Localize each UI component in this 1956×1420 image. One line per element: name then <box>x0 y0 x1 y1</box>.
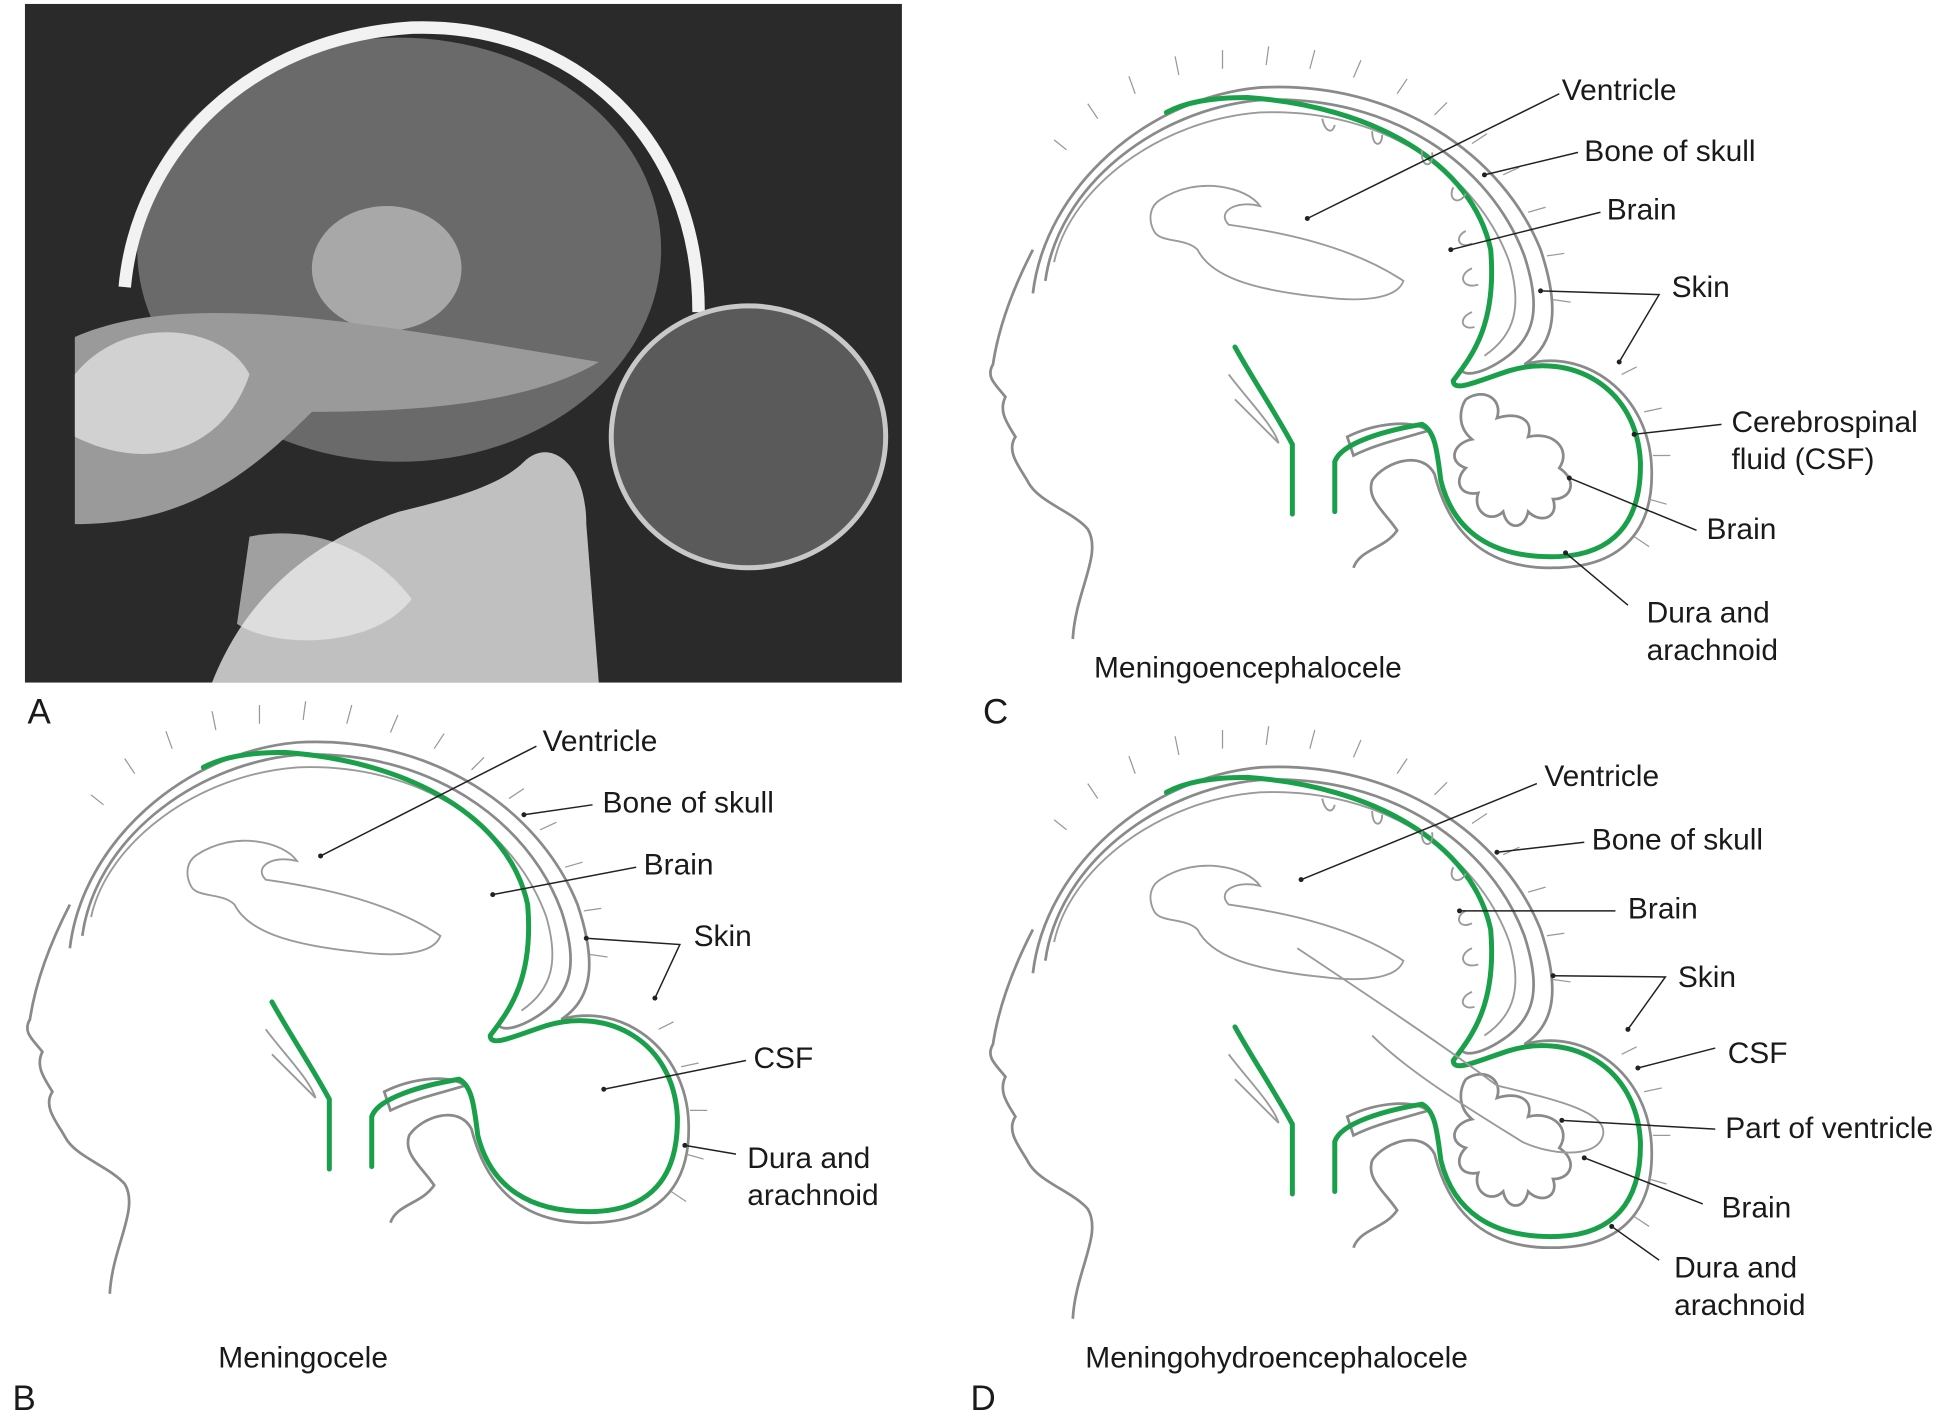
label-bone-of-skull: Bone of skull <box>1584 135 1755 168</box>
label-csf-line1: Cerebrospinal <box>1731 406 1917 439</box>
label-brain: Brain <box>644 849 714 882</box>
label-brain: Brain <box>1628 892 1698 925</box>
panel-b-diagram: Ventricle Bone of skull Brain Skin CSF D… <box>27 700 879 1374</box>
label-dura-line1: Dura and <box>1674 1252 1797 1285</box>
panel-c-title: Meningoencephalocele <box>1094 652 1402 685</box>
label-brain-sac: Brain <box>1707 513 1777 546</box>
label-skin: Skin <box>1672 271 1730 304</box>
panel-d-letter: D <box>971 1379 996 1418</box>
label-skin: Skin <box>1678 961 1736 994</box>
label-brain: Brain <box>1607 194 1677 227</box>
label-ventricle: Ventricle <box>1544 760 1659 793</box>
label-dura-line2: arachnoid <box>1647 634 1778 667</box>
panel-d-title: Meningohydroencephalocele <box>1085 1341 1468 1374</box>
panel-a-radiograph <box>24 3 902 683</box>
panel-c-diagram: Ventricle Bone of skull Brain Skin Cereb… <box>990 45 1918 685</box>
label-dura-line1: Dura and <box>747 1142 870 1175</box>
panel-c-letter: C <box>983 693 1008 732</box>
label-ventricle: Ventricle <box>543 725 658 758</box>
label-csf-line2: fluid (CSF) <box>1731 443 1874 476</box>
label-dura-line1: Dura and <box>1647 597 1770 630</box>
label-ventricle: Ventricle <box>1562 74 1677 107</box>
panel-b-letter: B <box>12 1379 35 1418</box>
label-dura-line2: arachnoid <box>747 1179 878 1212</box>
label-bone-of-skull: Bone of skull <box>603 786 774 819</box>
panel-a-letter: A <box>27 693 51 732</box>
label-skin: Skin <box>694 920 752 953</box>
label-brain-sac: Brain <box>1721 1192 1791 1225</box>
label-csf: CSF <box>753 1042 813 1075</box>
label-part-of-ventricle: Part of ventricle <box>1725 1112 1933 1145</box>
panel-d-diagram: Ventricle Bone of skull Brain Skin CSF P… <box>990 725 1933 1374</box>
label-dura-line2: arachnoid <box>1674 1289 1805 1322</box>
panel-b-title: Meningocele <box>218 1341 388 1374</box>
label-bone-of-skull: Bone of skull <box>1592 824 1763 857</box>
label-csf: CSF <box>1728 1037 1788 1070</box>
